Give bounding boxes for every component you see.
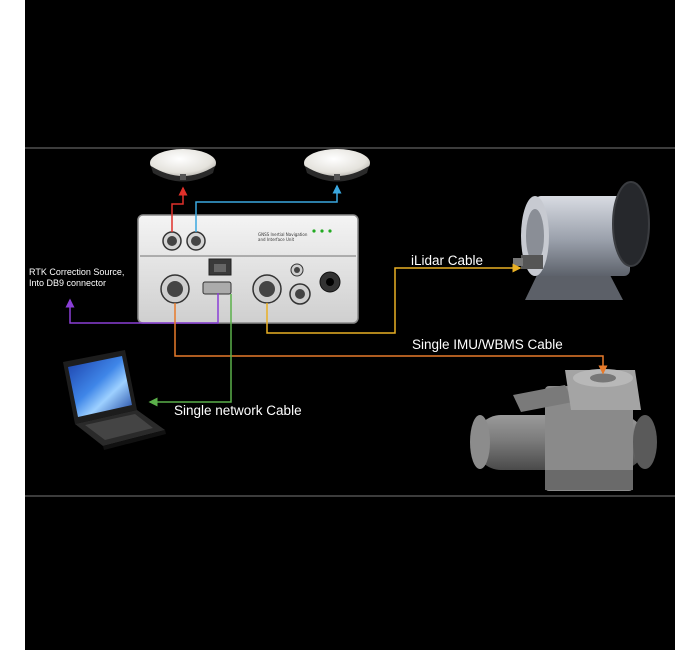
network-cable-label: Single network Cable — [174, 403, 302, 418]
lidar-icon — [513, 181, 650, 300]
gnss-antenna-icon — [150, 149, 216, 182]
network-cable-green — [148, 294, 232, 407]
rtk-source-label: RTK Correction Source, Into DB9 connecto… — [29, 267, 125, 288]
antenna-cable-red — [171, 186, 188, 232]
interface-unit-icon: GNSS Inertial Navigation and Interface U… — [137, 214, 359, 324]
gnss-antenna-icon — [304, 149, 370, 182]
rtk-cable-purple — [65, 293, 219, 324]
ilidar-cable-label: iLidar Cable — [411, 253, 484, 268]
ilidar-cable-yellow — [266, 263, 522, 334]
system-diagram: GNSS Inertial Navigation and Interface U… — [25, 147, 675, 497]
imu-cable-label: Single IMU/WBMS Cable — [412, 337, 563, 352]
svg-text:GNSS Inertial Navigation: GNSS Inertial Navigation — [258, 232, 308, 237]
svg-text:and Interface Unit: and Interface Unit — [258, 237, 295, 242]
diagram-panel: GNSS Inertial Navigation and Interface U… — [25, 0, 675, 650]
imu-cable-orange — [174, 303, 608, 375]
laptop-icon — [63, 350, 166, 450]
sonar-mount-icon — [470, 369, 657, 491]
antenna-cable-blue — [195, 184, 342, 232]
